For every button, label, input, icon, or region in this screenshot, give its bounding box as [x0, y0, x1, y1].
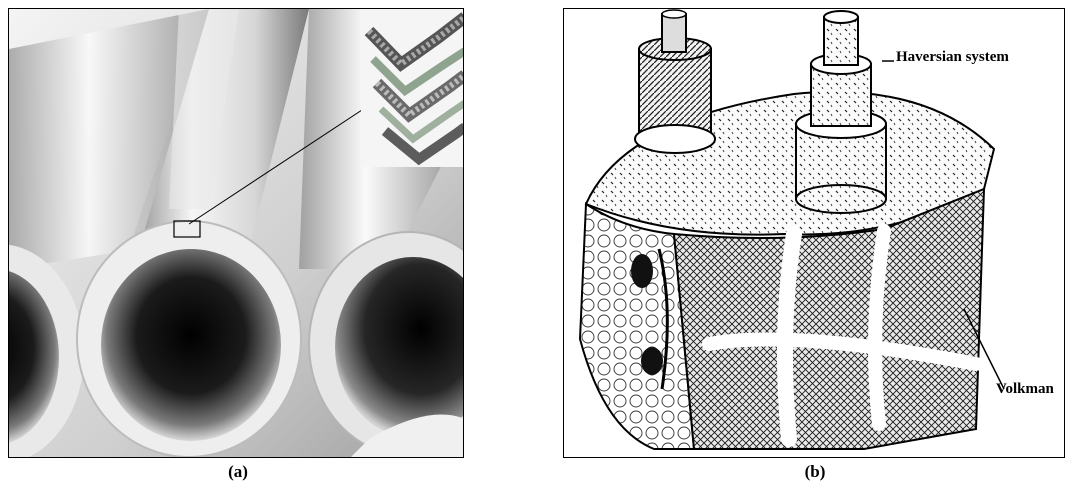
panel-b-caption: (b) — [785, 462, 845, 482]
bone-structure-illustration — [564, 9, 1065, 458]
panel-a-caption: (a) — [208, 462, 268, 482]
panel-a-tubes-image — [8, 8, 464, 458]
lamellae-cylinder-left — [635, 10, 715, 153]
cavity-lower — [641, 347, 663, 375]
tubes-illustration — [9, 9, 464, 458]
panel-b-bone-diagram: Haversian system Volkman — [563, 8, 1065, 458]
haversian-system-label: Haversian system — [896, 49, 1009, 66]
volkman-label: Volkman — [996, 381, 1054, 398]
layered-wall-inset — [361, 9, 464, 167]
cavity-upper — [631, 254, 653, 288]
